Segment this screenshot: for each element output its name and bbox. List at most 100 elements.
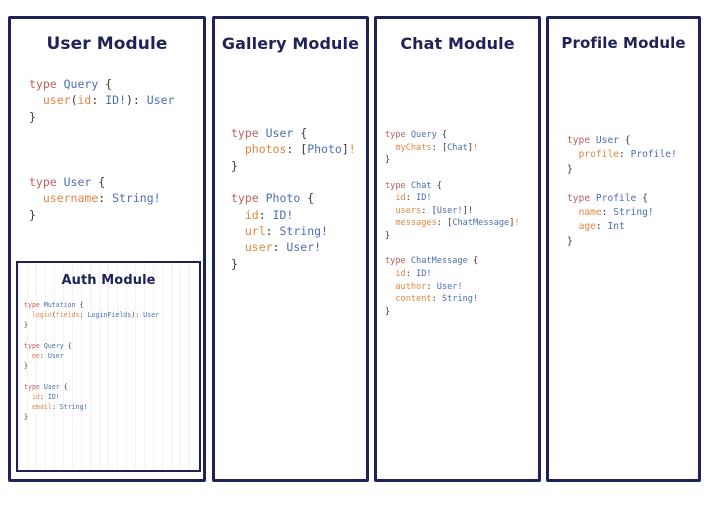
code-line: type Query { <box>385 129 538 142</box>
code-token: Query <box>43 341 64 350</box>
code-token: type <box>24 341 44 350</box>
code-line: email: String! <box>24 402 199 412</box>
code-token: type <box>567 135 596 146</box>
code-token: ): <box>126 93 147 108</box>
code-token: { <box>636 192 648 204</box>
code-block-auth-module: type Mutation { login(fields: LoginField… <box>24 300 199 423</box>
panel-profile-module[interactable]: Profile Module type User { profile: Prof… <box>546 16 701 482</box>
code-token: { <box>431 180 442 191</box>
code-line: url: String! <box>231 223 366 239</box>
code-token: users <box>395 205 422 216</box>
code-token: User <box>63 174 92 189</box>
code-token: ( <box>70 93 78 108</box>
code-token: User! <box>436 205 463 216</box>
code-token: Photo <box>307 142 342 157</box>
code-token: User <box>43 382 60 391</box>
code-line: } <box>29 109 203 125</box>
panel-title-gallery-module: Gallery Module <box>221 34 360 53</box>
code-token: Mutation <box>43 301 76 309</box>
code-line: id: ID! <box>385 192 538 205</box>
code-token <box>385 206 395 216</box>
code-token: profile <box>578 149 619 161</box>
code-token: } <box>24 321 28 330</box>
code-token: : <box>265 223 280 238</box>
code-line: type ChatMessage { <box>385 255 538 268</box>
code-token <box>385 269 395 279</box>
panel-auth-module[interactable]: Auth Module type Mutation { login(fields… <box>16 261 201 472</box>
code-token: photos <box>244 142 287 157</box>
code-token: } <box>29 207 36 222</box>
code-line <box>385 167 538 180</box>
code-token: ( <box>51 311 56 320</box>
code-token: type <box>24 301 44 309</box>
code-token: } <box>385 306 391 317</box>
code-token: ! <box>514 218 520 229</box>
code-token <box>29 93 43 107</box>
code-line: } <box>567 163 698 177</box>
code-token: ChatMessage <box>452 218 510 229</box>
code-line: name: String! <box>567 206 698 220</box>
code-token: ]! <box>462 205 474 216</box>
code-line: type Chat { <box>385 180 538 193</box>
code-token: { <box>98 77 113 91</box>
code-token: } <box>24 362 28 371</box>
code-token: id <box>31 392 40 401</box>
code-token: { <box>91 174 106 189</box>
code-token: { <box>436 130 448 140</box>
code-token: User <box>265 126 294 140</box>
code-token: ] <box>467 142 474 153</box>
code-token: email <box>31 403 52 412</box>
code-line: } <box>24 361 199 371</box>
code-token: Query <box>63 77 99 91</box>
code-line <box>29 141 203 157</box>
code-token <box>24 311 32 319</box>
code-token: Chat <box>447 142 468 153</box>
code-line <box>567 177 698 191</box>
code-token: User <box>595 135 619 146</box>
code-token: User <box>143 311 160 320</box>
code-token: ID! <box>416 193 432 204</box>
panel-title-user-module: User Module <box>46 34 168 54</box>
code-block-chat-module: type Query { myChats: [Chat]!} type Chat… <box>385 129 538 318</box>
code-line <box>24 331 199 341</box>
code-token: : <box>619 149 631 161</box>
code-line: users: [User!]! <box>385 205 538 218</box>
code-token: User <box>47 352 64 361</box>
code-token: } <box>567 163 573 175</box>
code-token: } <box>231 256 238 271</box>
code-block-user-module: type Query { user(id: ID!): User} type U… <box>29 76 203 223</box>
panel-user-module[interactable]: User Module type Query { user(id: ID!): … <box>8 16 206 482</box>
code-token: [ <box>431 205 437 216</box>
code-line: } <box>24 320 199 330</box>
code-token: [ <box>441 142 448 153</box>
code-line: type User { <box>29 174 203 190</box>
code-token: } <box>24 413 28 422</box>
code-token: myChats <box>395 142 432 153</box>
code-line: age: Int <box>567 220 698 234</box>
panel-gallery-module[interactable]: Gallery Module type User { photos: [Phot… <box>212 16 369 482</box>
code-token: : <box>436 218 448 229</box>
code-line: type Query { <box>29 76 203 92</box>
code-token: : <box>405 193 417 204</box>
code-line: } <box>24 412 199 422</box>
panel-title-chat-module: Chat Module <box>400 34 515 53</box>
code-token: type <box>385 180 411 191</box>
code-token <box>231 224 245 238</box>
code-token <box>567 149 579 160</box>
code-line: } <box>29 207 203 223</box>
code-token: : <box>405 268 417 279</box>
code-token: fields <box>55 311 80 320</box>
code-token: type <box>567 192 596 204</box>
code-line: id: ID! <box>24 392 199 402</box>
code-line: messages: [ChatMessage]! <box>385 217 538 230</box>
panel-chat-module[interactable]: Chat Module type Query { myChats: [Chat]… <box>374 16 541 482</box>
code-token: { <box>619 135 631 146</box>
code-token: LoginFields <box>87 311 132 320</box>
code-token: type <box>29 174 64 189</box>
code-line: type Profile { <box>567 192 698 206</box>
code-token: : <box>272 240 287 255</box>
code-token: id <box>244 207 259 222</box>
panel-title-profile-module: Profile Module <box>561 34 686 52</box>
code-token: user <box>42 93 71 108</box>
